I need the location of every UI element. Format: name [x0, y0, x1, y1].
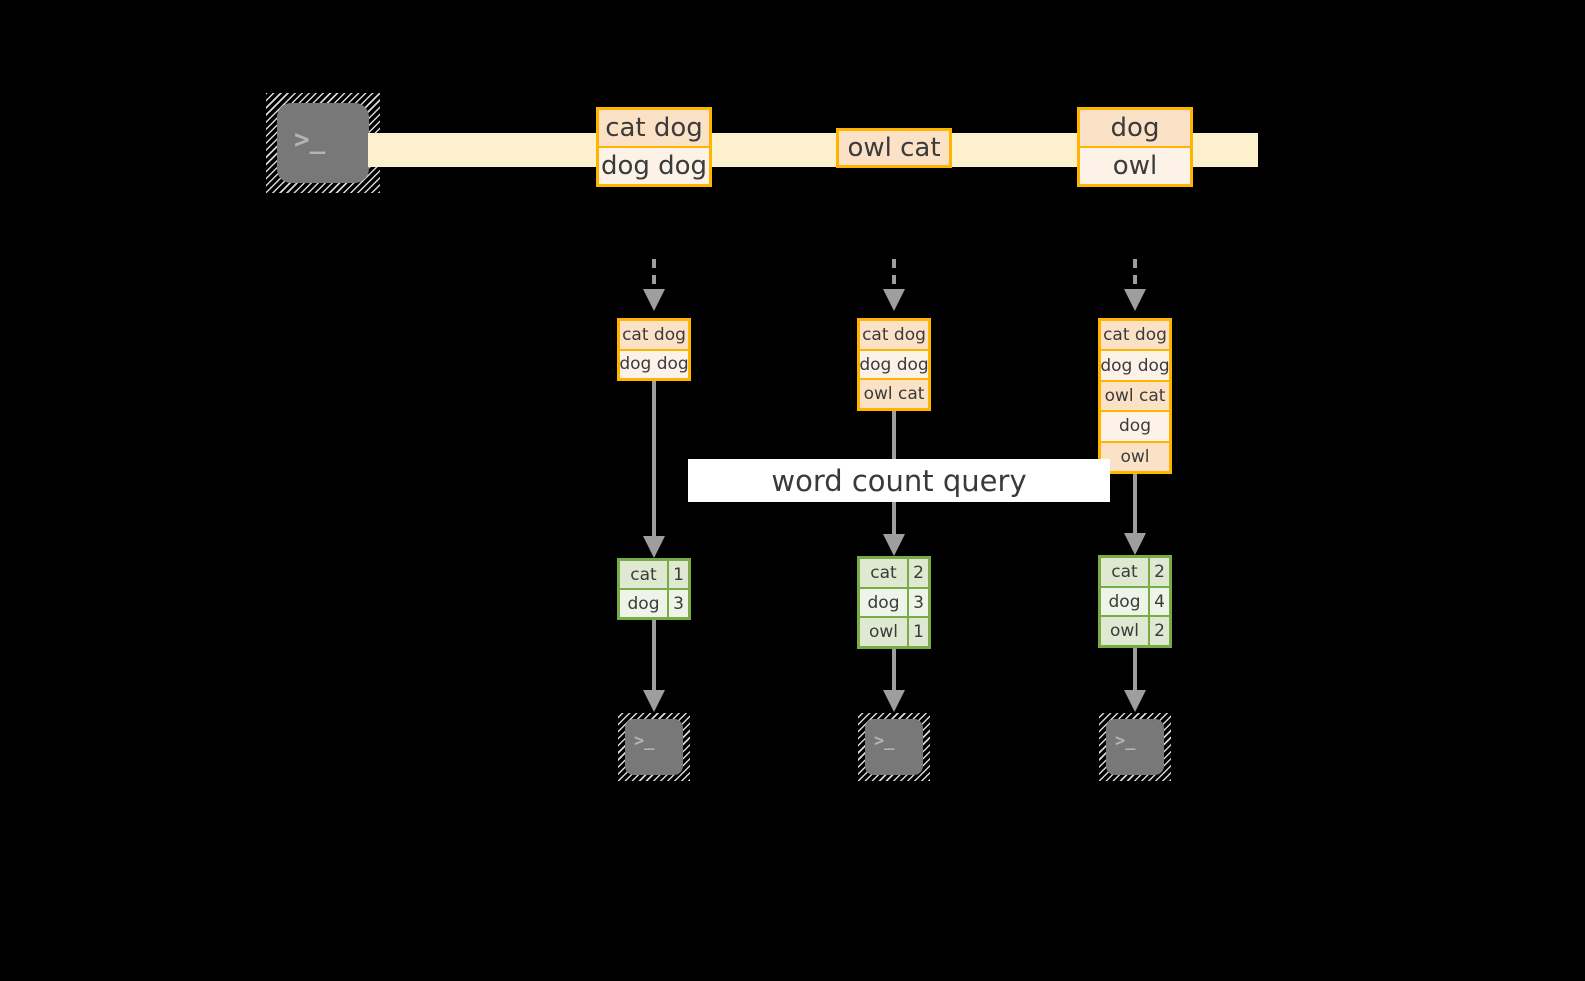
result-count: 2 — [1148, 558, 1169, 586]
record-line: owl cat — [839, 131, 949, 165]
record-line: cat dog — [599, 110, 709, 146]
terminal-body — [865, 719, 923, 775]
snapshot-3-outflow-arrowhead — [1124, 690, 1146, 712]
snapshot-3-result-table: cat 2 dog 4 owl 2 — [1098, 555, 1172, 648]
terminal-prompt-glyph: >_ — [294, 125, 326, 155]
snapshot-3-sink-terminal-icon: >_ — [1099, 713, 1171, 781]
record-line: dog dog — [1101, 349, 1169, 380]
snapshot-1-query-line — [652, 381, 656, 539]
snapshot-3-outflow-line — [1133, 648, 1137, 692]
snapshot-1-sink-terminal-icon: >_ — [618, 713, 690, 781]
snapshot-1-outflow-arrowhead — [643, 690, 665, 712]
source-terminal-icon: >_ — [266, 93, 380, 193]
table-row: owl 2 — [1101, 615, 1169, 646]
snapshot-1-inflow-arrowhead — [643, 289, 665, 311]
result-count: 2 — [907, 559, 928, 587]
snapshot-2-query-arrowhead — [883, 534, 905, 556]
terminal-prompt-glyph: >_ — [1115, 731, 1136, 751]
query-label: word count query — [688, 459, 1110, 502]
result-word: owl — [860, 618, 907, 647]
snapshot-2-inflow-line — [892, 259, 896, 291]
snapshot-1-result-table: cat 1 dog 3 — [617, 558, 691, 620]
result-word: dog — [1101, 587, 1148, 616]
record-line: owl cat — [1101, 379, 1169, 411]
record-line: owl — [1080, 146, 1190, 184]
result-word: dog — [620, 590, 667, 617]
result-count: 1 — [667, 561, 688, 588]
snapshot-2-outflow-line — [892, 649, 896, 692]
result-count: 3 — [667, 590, 688, 617]
record-line: cat dog — [1101, 321, 1169, 350]
result-word: dog — [860, 588, 907, 617]
record-line: dog dog — [620, 348, 688, 378]
terminal-body — [1106, 719, 1164, 775]
record-line: dog dog — [599, 146, 709, 184]
result-count: 3 — [907, 588, 928, 617]
result-word: cat — [1101, 558, 1148, 586]
table-row: owl 1 — [860, 616, 928, 647]
record-line: owl — [1101, 440, 1169, 472]
table-row: dog 3 — [860, 586, 928, 617]
stream-record-3: dog owl — [1077, 107, 1193, 187]
snapshot-2-sink-terminal-icon: >_ — [858, 713, 930, 781]
result-word: cat — [620, 561, 667, 588]
table-row: cat 2 — [860, 559, 928, 587]
result-word: owl — [1101, 617, 1148, 646]
stream-record-2: owl cat — [836, 128, 952, 168]
stream-record-1: cat dog dog dog — [596, 107, 712, 187]
snapshot-3-records: cat dog dog dog owl cat dog owl — [1098, 318, 1172, 474]
snapshot-1-records: cat dog dog dog — [617, 318, 691, 381]
terminal-prompt-glyph: >_ — [874, 731, 895, 751]
terminal-body — [625, 719, 683, 775]
snapshot-1-query-arrowhead — [643, 536, 665, 558]
snapshot-3-query-line — [1133, 474, 1137, 536]
record-line: owl cat — [860, 378, 928, 409]
table-row: cat 2 — [1101, 558, 1169, 586]
table-row: cat 1 — [620, 561, 688, 588]
result-count: 2 — [1148, 617, 1169, 646]
snapshot-1-outflow-line — [652, 620, 656, 692]
stream-arrowhead — [1258, 117, 1306, 183]
record-line: dog — [1101, 410, 1169, 441]
record-line: cat dog — [620, 321, 688, 349]
snapshot-3-inflow-line — [1133, 259, 1137, 291]
record-line: cat dog — [860, 321, 928, 349]
snapshot-2-result-table: cat 2 dog 3 owl 1 — [857, 556, 931, 649]
table-row: dog 3 — [620, 588, 688, 617]
snapshot-2-records: cat dog dog dog owl cat — [857, 318, 931, 411]
snapshot-3-query-arrowhead — [1124, 533, 1146, 555]
snapshot-1-inflow-line — [652, 259, 656, 291]
record-line: dog — [1080, 110, 1190, 146]
snapshot-2-inflow-arrowhead — [883, 289, 905, 311]
snapshot-3-inflow-arrowhead — [1124, 289, 1146, 311]
terminal-body — [277, 103, 369, 183]
record-line: dog dog — [860, 348, 928, 379]
snapshot-2-outflow-arrowhead — [883, 690, 905, 712]
terminal-prompt-glyph: >_ — [634, 731, 655, 751]
result-count: 1 — [907, 618, 928, 647]
table-row: dog 4 — [1101, 585, 1169, 616]
result-word: cat — [860, 559, 907, 587]
result-count: 4 — [1148, 587, 1169, 616]
